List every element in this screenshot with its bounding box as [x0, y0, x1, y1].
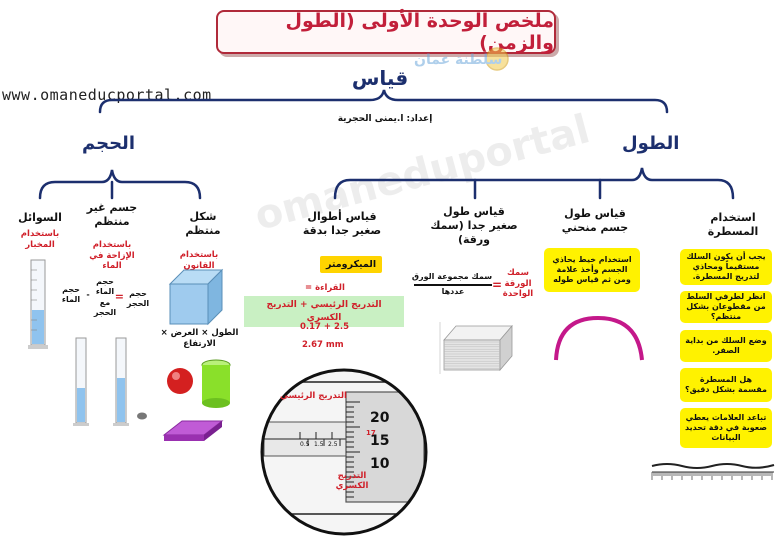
- irregular-body-label: جسم غير منتظم: [84, 201, 140, 229]
- sleeve-tick-2-5: 2.5: [328, 441, 338, 448]
- ruler-with-wire-icon: [652, 460, 777, 490]
- micrometer-closeup-icon: [264, 362, 424, 532]
- micrometer-badge: الميكرومتر: [320, 256, 382, 273]
- volume-formula: الطول × العرض × الارتفاع: [152, 328, 247, 350]
- sleeve-tick-0-5: 0.5: [300, 441, 310, 448]
- reading-calculation: 0.17 + 2.5: [300, 322, 349, 332]
- water-with-stone-text: حجم الماء مع الحجر: [92, 277, 118, 319]
- ruler-tip-3: وضع السلك من بداية الصفر.: [680, 330, 772, 362]
- branch-volume-title: الحجم: [82, 133, 135, 154]
- reading-label: القراءة =: [305, 283, 345, 293]
- curved-object-icon: [550, 314, 650, 364]
- main-scale-label: التدريج الرئيسي: [280, 391, 347, 401]
- small-length-label: قياس طول صغير جدا (سمك ورقة): [428, 205, 520, 246]
- paper-stack-icon: [440, 318, 520, 378]
- graduated-cylinder-icon: [28, 260, 50, 355]
- shapes-examples-icon: [160, 355, 250, 450]
- fraction-bar: [414, 284, 492, 286]
- reading-result: 2.67 mm: [302, 340, 344, 350]
- water-volume-text: حجم الماء: [58, 285, 84, 306]
- minus-sign: -: [84, 290, 92, 300]
- sleeve-tick-1-5: 1.5: [314, 441, 324, 448]
- regular-shape-label: شكل منتظم: [178, 210, 228, 238]
- liquids-method: باستخدام المخبار: [14, 229, 66, 250]
- ruler-tip-4: هل المسطرة مقسمة بشكل دقيق؟: [680, 368, 772, 402]
- stone-volume-text: حجم الحجر: [124, 289, 152, 310]
- ruler-tip-1: يجب أن يكون السلك مستقيماً ومحاذي لتدريج…: [680, 249, 772, 285]
- ruler-usage-label: استخدام المسطرة: [700, 211, 766, 239]
- curved-length-note: استخدام خيط يحاذي الجسم وأخذ علامة ومن ث…: [544, 248, 640, 292]
- pointer-value: 17: [366, 429, 376, 437]
- sheet-count-denominator: عددها: [420, 287, 486, 297]
- branch-length-title: الطول: [622, 133, 679, 154]
- precise-length-label: قياس أطوال صغير جدا بدقة: [300, 210, 384, 238]
- single-sheet-thickness: سمك الورقة الواحدة: [502, 268, 534, 300]
- thimble-number-10: 10: [370, 456, 389, 472]
- stack-thickness-numerator: سمك مجموعة الورق: [410, 272, 494, 282]
- displacement-cylinders-icon: [70, 336, 150, 431]
- ruler-tip-2: انظر لطرفي السلط من مقطوعان بشكل منتظم؟: [680, 291, 772, 323]
- curved-length-label: قياس طول جسم منحني: [555, 207, 635, 235]
- ruler-tip-5: تباعد العلامات يعطي صعوبة في دقة تحديد ا…: [680, 408, 772, 448]
- fractional-scale-label: التدريج الكسري: [332, 471, 372, 491]
- cube-icon: [166, 266, 236, 326]
- liquids-label: السوائل: [10, 211, 70, 225]
- thimble-number-20: 20: [370, 410, 389, 426]
- irregular-body-method: باستخدام الإزاحة في الماء: [80, 240, 144, 272]
